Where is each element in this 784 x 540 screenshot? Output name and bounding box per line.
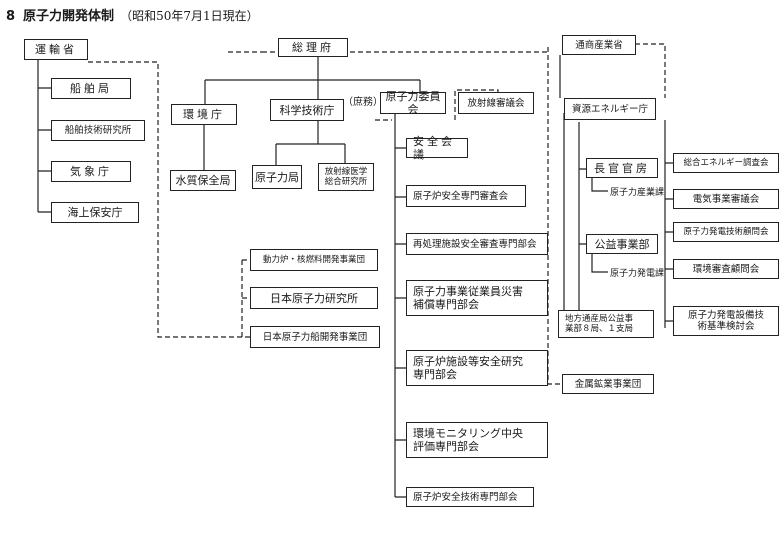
ship-bureau-label: 船舶局 bbox=[70, 82, 112, 95]
reactor-facility-safety-research-label: 原子炉施設等安全研究 専門部会 bbox=[413, 355, 523, 381]
regional-bureaus: 地方通産局公益事 業部８局、１支局 bbox=[558, 310, 654, 338]
coast-guard-label: 海上保安庁 bbox=[67, 206, 123, 219]
reactor-safety-review-label: 原子炉安全専門審査会 bbox=[413, 190, 509, 202]
regional-bureaus-label: 地方通産局公益事 業部８局、１支局 bbox=[565, 314, 634, 334]
metal-mining-agency-label: 金属鉱業事業団 bbox=[574, 378, 642, 390]
pnc-corporation-label: 動力炉・核燃料開発事業団 bbox=[262, 255, 365, 265]
secretariat: 長官官房 bbox=[586, 158, 658, 178]
atomic-energy-bureau: 原子力局 bbox=[252, 165, 302, 189]
meteorological-agency-label: 気象庁 bbox=[70, 165, 112, 178]
general-affairs-label: （庶務） bbox=[343, 97, 383, 108]
nuclear-ship-agency: 日本原子力船開発事業団 bbox=[250, 326, 380, 348]
equipment-standards-committee: 原子力発電設備技 術基準検討会 bbox=[673, 306, 779, 336]
ministry-transport-label: 運輸省 bbox=[35, 43, 77, 56]
miti: 通商産業省 bbox=[562, 35, 636, 55]
pnc-corporation: 動力炉・核燃料開発事業団 bbox=[250, 249, 378, 271]
page-title: 8 原子力開発体制 （昭和50年7月1日現在） bbox=[6, 5, 259, 24]
title-date: （昭和50年7月1日現在） bbox=[120, 9, 259, 23]
public-utilities-dept-label: 公益事業部 bbox=[594, 237, 650, 251]
environment-agency-label: 環境庁 bbox=[183, 108, 225, 121]
secretariat-label: 長官官房 bbox=[594, 161, 650, 175]
environmental-monitoring-subcommittee-label: 環境モニタリング中央 評価専門部会 bbox=[413, 427, 523, 453]
energy-agency-label: 資源エネルギー庁 bbox=[571, 103, 648, 115]
nuclear-technical-advisory: 原子力発電技術顧問会 bbox=[673, 222, 779, 242]
radiation-council-label: 放射線審議会 bbox=[467, 97, 525, 109]
water-quality-bureau: 水質保全局 bbox=[170, 170, 236, 191]
title-number: 8 bbox=[6, 9, 16, 24]
environmental-review-advisory: 環境審査顧問会 bbox=[673, 259, 779, 279]
reactor-safety-review: 原子炉安全専門審査会 bbox=[406, 185, 526, 207]
environmental-review-advisory-label: 環境審査顧問会 bbox=[692, 263, 760, 275]
ship-research-institute-label: 船舶技術研究所 bbox=[64, 125, 132, 136]
reactor-facility-safety-research: 原子炉施設等安全研究 専門部会 bbox=[406, 350, 548, 386]
nuclear-technical-advisory-label: 原子力発電技術顧問会 bbox=[683, 227, 769, 237]
environmental-monitoring-subcommittee: 環境モニタリング中央 評価専門部会 bbox=[406, 422, 548, 458]
environment-agency: 環境庁 bbox=[171, 104, 237, 125]
radiological-sciences-institute: 放射線医学 総合研究所 bbox=[318, 163, 374, 191]
reactor-safety-technology-subcommittee-label: 原子炉安全技術専門部会 bbox=[413, 491, 518, 503]
energy-research-council-label: 総合エネルギー調査会 bbox=[683, 158, 769, 168]
worker-compensation-subcommittee-label: 原子力事業従業員災害 補償専門部会 bbox=[413, 285, 523, 311]
reprocessing-safety-subcommittee: 再処理施設安全審査専門部会 bbox=[406, 233, 548, 255]
public-utilities-dept: 公益事業部 bbox=[586, 234, 658, 254]
radiation-council: 放射線審議会 bbox=[458, 92, 534, 114]
science-technology-agency: 科学技術庁 bbox=[270, 99, 344, 121]
reactor-safety-technology-subcommittee: 原子炉安全技術専門部会 bbox=[406, 487, 534, 507]
energy-research-council: 総合エネルギー調査会 bbox=[673, 153, 779, 173]
safety-conference-label: 安全会議 bbox=[413, 135, 455, 161]
water-quality-bureau-label: 水質保全局 bbox=[175, 174, 231, 187]
prime-ministers-office: 総理府 bbox=[278, 38, 348, 57]
energy-agency: 資源エネルギー庁 bbox=[564, 98, 656, 120]
miti-label: 通商産業省 bbox=[575, 39, 623, 51]
ministry-transport: 運輸省 bbox=[24, 39, 88, 60]
radiological-sciences-institute-label: 放射線医学 総合研究所 bbox=[324, 167, 368, 187]
safety-conference: 安全会議 bbox=[406, 135, 468, 161]
nuclear-industry-division: 原子力産業課 bbox=[610, 188, 665, 198]
jaeri-label: 日本原子力研究所 bbox=[270, 291, 358, 305]
atomic-energy-commission-label: 原子力委員会 bbox=[385, 90, 441, 116]
equipment-standards-committee-label: 原子力発電設備技 術基準検討会 bbox=[687, 310, 764, 332]
meteorological-agency: 気象庁 bbox=[51, 161, 131, 182]
ship-research-institute: 船舶技術研究所 bbox=[51, 120, 145, 141]
electric-utility-council-label: 電気事業審議会 bbox=[692, 193, 760, 205]
reprocessing-safety-subcommittee-label: 再処理施設安全審査専門部会 bbox=[413, 238, 537, 250]
electric-utility-council: 電気事業審議会 bbox=[673, 189, 779, 209]
title-main: 原子力開発体制 bbox=[23, 9, 115, 24]
atomic-energy-commission: 原子力委員会 bbox=[380, 90, 446, 116]
coast-guard: 海上保安庁 bbox=[51, 202, 139, 223]
worker-compensation-subcommittee: 原子力事業従業員災害 補償専門部会 bbox=[406, 280, 548, 316]
ship-bureau: 船舶局 bbox=[51, 78, 131, 99]
nuclear-ship-agency-label: 日本原子力船開発事業団 bbox=[262, 331, 368, 343]
jaeri: 日本原子力研究所 bbox=[250, 287, 378, 309]
prime-ministers-office-label: 総理府 bbox=[292, 41, 334, 54]
nuclear-power-division: 原子力発電課 bbox=[610, 269, 665, 279]
atomic-energy-bureau-label: 原子力局 bbox=[255, 170, 299, 184]
metal-mining-agency: 金属鉱業事業団 bbox=[562, 374, 654, 394]
science-technology-agency-label: 科学技術庁 bbox=[279, 103, 335, 117]
